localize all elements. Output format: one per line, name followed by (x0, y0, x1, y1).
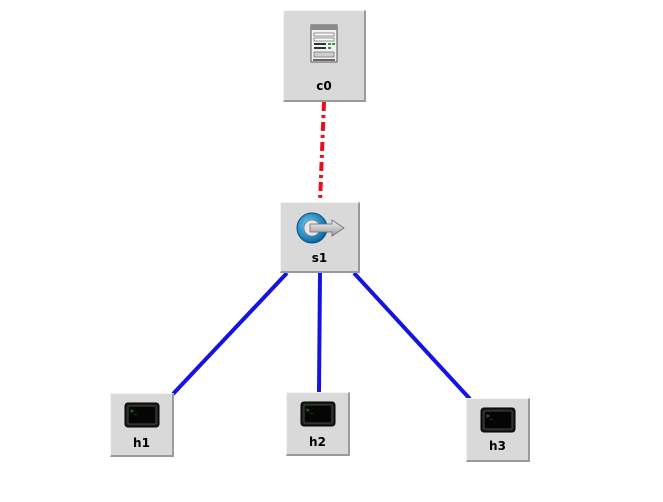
link-s1-h2[interactable] (317, 272, 322, 394)
link-s1-h1[interactable] (171, 271, 289, 396)
node-s1[interactable]: s1 (280, 202, 360, 273)
switch-icon (296, 212, 345, 244)
terminal-monitor-icon: >_ (480, 407, 515, 433)
terminal-monitor-icon: >_ (300, 401, 335, 427)
node-c0[interactable]: c0 (283, 10, 366, 102)
node-label: h3 (489, 439, 506, 453)
link-s1-h3[interactable] (352, 271, 472, 401)
node-label: h2 (309, 435, 326, 449)
terminal-monitor-icon: >_ (124, 402, 159, 428)
node-h1[interactable]: >_ h1 (110, 393, 174, 457)
link-c0-s1[interactable] (318, 101, 326, 203)
controller-server-icon (310, 24, 338, 63)
node-h2[interactable]: >_ h2 (286, 392, 350, 456)
svg-text:>_: >_ (306, 407, 314, 414)
node-h3[interactable]: >_ h3 (466, 398, 530, 462)
node-label: c0 (316, 79, 332, 93)
svg-text:>_: >_ (130, 408, 138, 415)
node-label: h1 (133, 436, 150, 450)
svg-text:>_: >_ (486, 413, 494, 420)
node-label: s1 (311, 251, 328, 265)
